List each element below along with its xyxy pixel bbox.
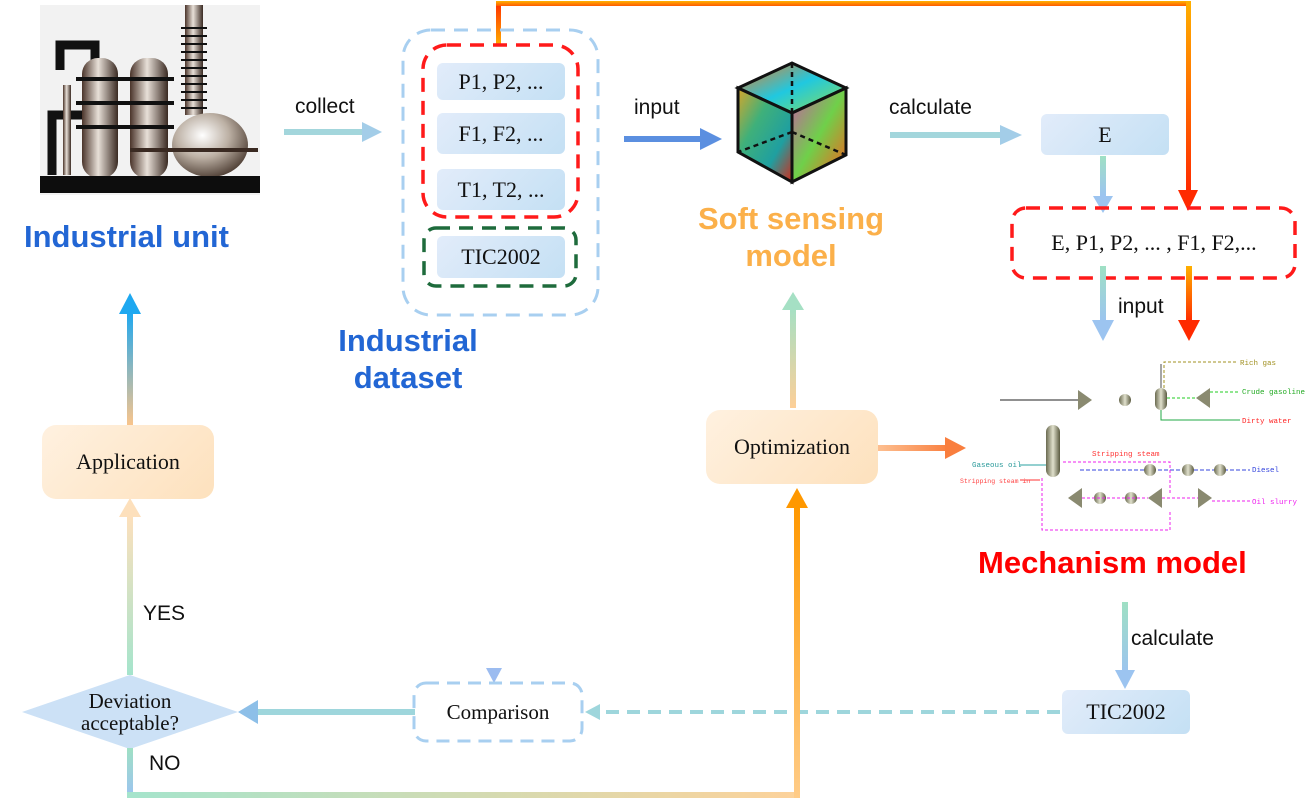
calculate-e-label: calculate: [889, 96, 972, 119]
comparison-node: Comparison: [446, 699, 550, 724]
stream-stripping-steam-in: Stripping steam in: [960, 478, 1030, 485]
input-soft-label: input: [634, 96, 680, 119]
yes-label: YES: [143, 602, 186, 625]
process-variables-group: [421, 43, 580, 219]
industrial-dataset-title-line1: Industrial: [338, 323, 478, 358]
calculate-arrow-tic: [1115, 602, 1135, 689]
decision-text: Deviation acceptable?: [50, 682, 210, 742]
input-mech-label: input: [1118, 295, 1164, 318]
application-node: Application: [42, 425, 214, 499]
industrial-dataset-title: Industrial dataset: [318, 322, 498, 396]
process-flowsheet-icon: Rich gas Crude gasoline Dirty water Gase…: [960, 360, 1305, 531]
decision-line2: acceptable?: [81, 711, 179, 735]
yes-arrow: [119, 498, 141, 675]
dataset-var-t: T1, T2, ...: [437, 169, 565, 210]
colored-cube-icon: [734, 61, 850, 185]
stream-diesel: Diesel: [1252, 467, 1280, 475]
dataset-to-mechanism-connector: [496, 1, 1198, 211]
refinery-plant-icon: [40, 5, 260, 195]
stream-stripping-steam: Stripping steam: [1092, 451, 1160, 459]
stream-oil-slurry: Oil slurry: [1252, 499, 1298, 507]
tic-output-node: TIC2002: [1062, 690, 1190, 734]
industrial-dataset-title-line2: dataset: [353, 360, 463, 396]
input-arrow-soft-sensor: [624, 128, 722, 150]
dataset-var-f: F1, F2, ...: [437, 113, 565, 154]
calculate-tic-label: calculate: [1131, 627, 1214, 650]
e-node: E: [1041, 114, 1169, 155]
dataset-var-p: P1, P2, ...: [437, 63, 565, 100]
input-arrows-mechanism: [1092, 266, 1200, 341]
combined-inputs-node: E, P1, P2, ... , F1, F2,...: [1051, 230, 1257, 255]
stream-dirty-water: Dirty water: [1242, 418, 1292, 426]
combined-inputs-group: [1010, 206, 1297, 280]
decision-diamond: [22, 675, 238, 749]
stream-rich-gas: Rich gas: [1240, 360, 1276, 368]
comparison-to-decision-arrow: [238, 700, 415, 724]
no-loop-connector: [127, 488, 808, 798]
mechanism-model-title: Mechanism model: [978, 545, 1247, 580]
decision-line1: Deviation: [88, 688, 172, 713]
e-down-arrow: [1093, 156, 1113, 213]
stream-gaseous-oil: Gaseous oil: [972, 462, 1022, 470]
optimization-to-mechanism-arrow: [878, 437, 966, 459]
soft-sensing-title: Soft sensing model: [686, 200, 896, 274]
collect-arrow: [284, 122, 382, 142]
industrial-dataset-group: [401, 28, 600, 317]
stream-crude-gasoline: Crude gasoline: [1242, 389, 1305, 397]
dataset-to-comparison-arrow: [486, 288, 502, 683]
comparison-group: [412, 681, 584, 743]
target-variable-group: [422, 226, 578, 288]
collect-label: collect: [295, 95, 355, 118]
no-label: NO: [149, 752, 181, 775]
optimization-to-soft-sensor-arrow: [782, 292, 804, 408]
tic-to-comparison-arrow: [585, 704, 1060, 720]
calculate-arrow-e: [890, 125, 1022, 145]
industrial-unit-title: Industrial unit: [24, 219, 229, 254]
soft-sensing-title-line2: model: [745, 238, 837, 274]
dataset-target-tic: TIC2002: [437, 236, 565, 278]
application-to-unit-arrow: [119, 293, 141, 427]
optimization-node: Optimization: [706, 410, 878, 484]
soft-sensing-title-line1: Soft sensing: [697, 201, 884, 236]
